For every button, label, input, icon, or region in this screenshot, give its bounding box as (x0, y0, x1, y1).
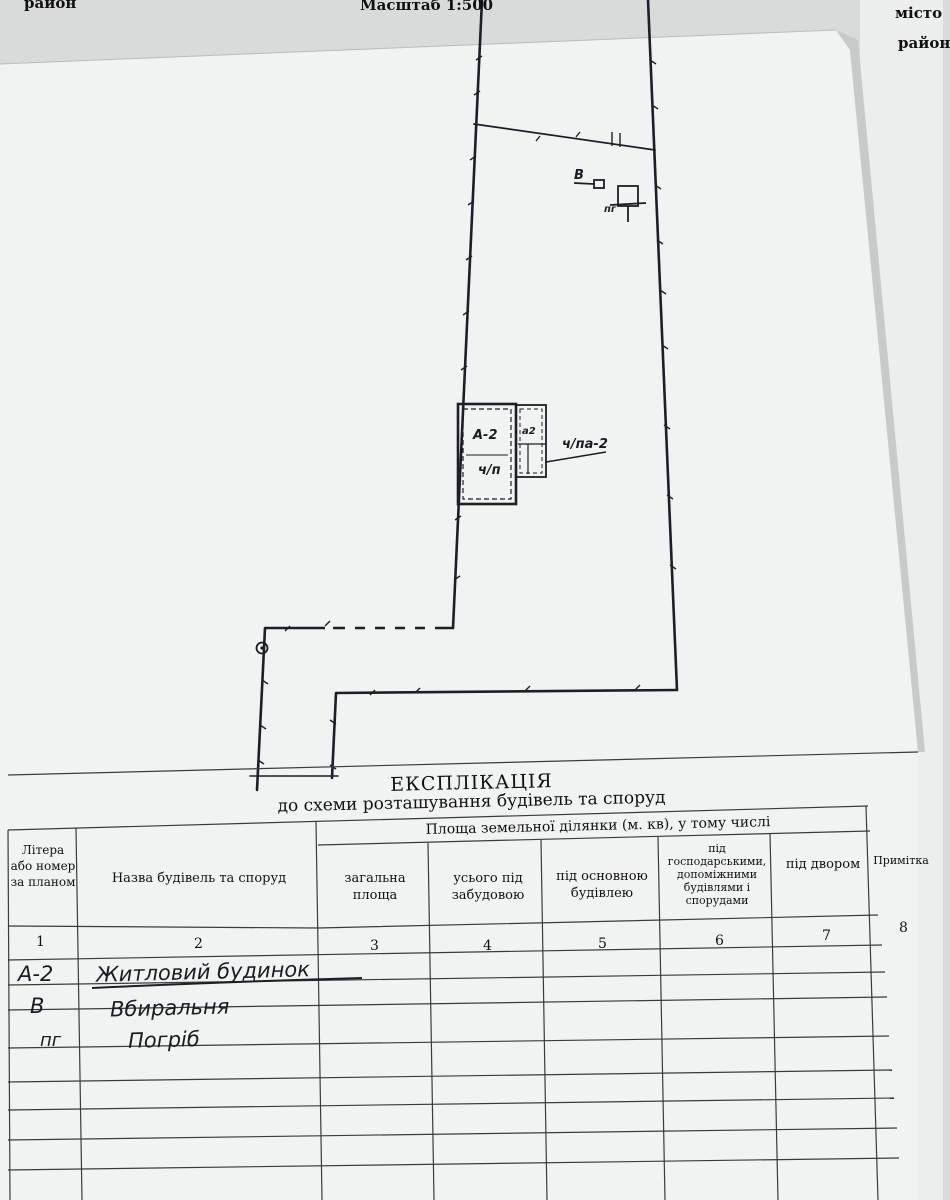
row-3-letter: пг (40, 1030, 62, 1051)
handwritten-underline (91, 977, 363, 989)
plot-boundary (451, 0, 484, 630)
annex-label: а2 (522, 426, 536, 437)
col-header-main: під основною будівлею (556, 869, 648, 901)
col-header-total: загальна площа (344, 871, 406, 903)
col-num-7: 7 (822, 928, 831, 944)
plot-boundary-bottom (330, 688, 679, 780)
survey-point (255, 641, 269, 655)
district-label: район (24, 0, 77, 12)
latrine-label: В (574, 168, 584, 183)
col-num-2: 2 (194, 936, 203, 952)
row-2-name: Вбиральня (109, 994, 230, 1022)
col-header-note: Примітка (873, 854, 929, 867)
city-label: місто (895, 4, 943, 22)
explication-table (7, 751, 919, 1200)
col-num-4: 4 (483, 938, 492, 954)
scale-label: Масштаб 1:500 (360, 0, 494, 14)
annex (515, 404, 547, 478)
col-header-letter: Літера або номер за планом (10, 843, 76, 889)
col-num-5: 5 (598, 936, 607, 952)
main-building-material: ч/п (478, 463, 501, 478)
col-num-8: 8 (899, 920, 908, 936)
cellar-label: пг (604, 204, 617, 215)
sheet-face (0, 30, 918, 1200)
district-label-right: район (898, 34, 950, 52)
row-2-letter: В (30, 994, 45, 1018)
plot-inner-fence (473, 123, 656, 151)
col-num-1: 1 (36, 934, 45, 950)
main-building-label: А-2 (473, 428, 498, 443)
row-1-letter: А-2 (18, 962, 54, 986)
col-header-name: Назва будівель та споруд (111, 871, 287, 886)
col-header-built: усього під забудовою (451, 871, 525, 903)
col-header-yard: під двором (785, 857, 861, 872)
col-num-3: 3 (370, 938, 379, 954)
sheet-shadow (836, 30, 925, 752)
row-3-name: Погріб (127, 1027, 201, 1053)
col-num-6: 6 (715, 933, 724, 949)
porch-label: ч/па-2 (562, 437, 608, 452)
col-header-auxiliary: під господарськими, допоміжними будівлям… (667, 842, 767, 907)
